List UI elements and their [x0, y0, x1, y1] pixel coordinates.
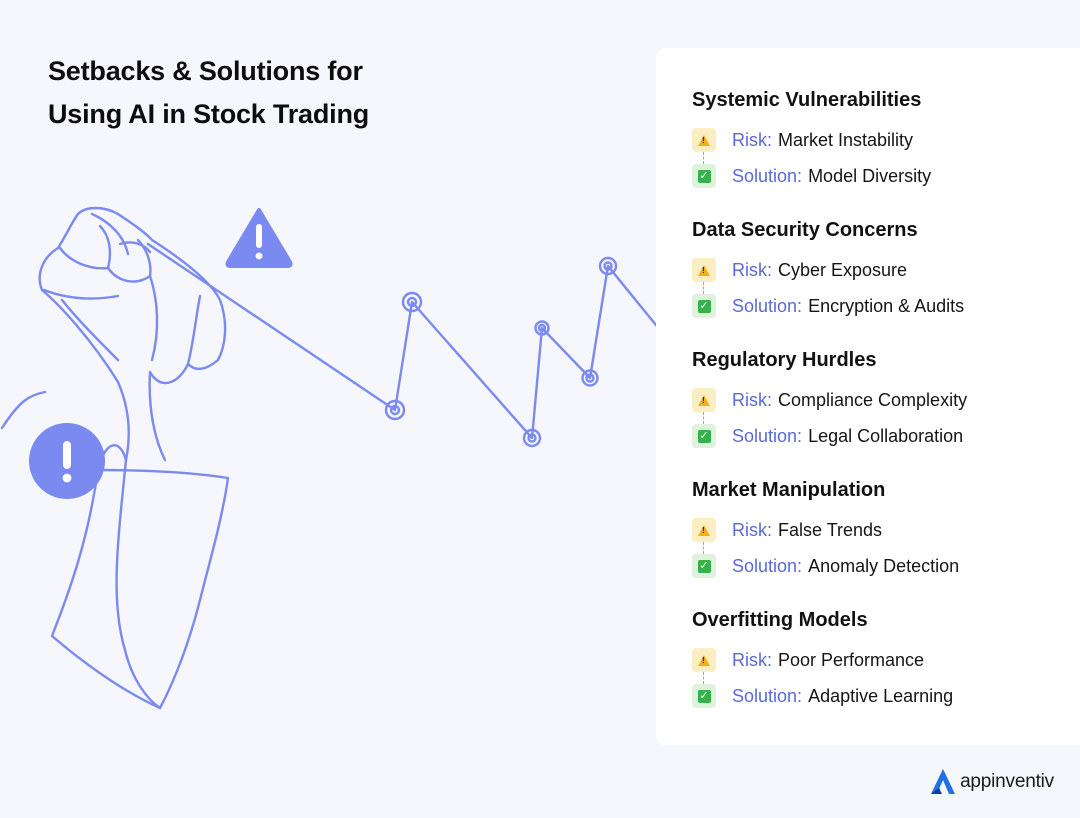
- chart-node-4: [534, 320, 550, 336]
- cuff-band: [96, 468, 230, 602]
- section-title: Market Manipulation: [692, 479, 886, 501]
- thumb: [90, 212, 152, 256]
- check-icon: ✓: [692, 164, 716, 188]
- section-title: Data Security Concerns: [692, 219, 918, 241]
- warning-icon: [692, 518, 716, 542]
- appinventiv-logo-icon: [931, 769, 956, 794]
- solution-label: Solution:: [732, 165, 803, 186]
- chart-node-2: [401, 291, 423, 313]
- finger-4: [186, 294, 202, 366]
- risk-label: Risk:: [732, 259, 772, 280]
- risk-value: Poor Performance: [778, 649, 925, 670]
- risk-row: Risk: Poor Performance: [692, 648, 1080, 684]
- section-data-security-concerns: Data Security Concerns Risk: Cyber Expos…: [692, 218, 1080, 348]
- solution-row: ✓ Solution: Anomaly Detection: [692, 554, 1080, 578]
- brand-name: appinventiv: [960, 771, 1054, 792]
- solution-value: Legal Collaboration: [808, 425, 964, 446]
- solution-value: Adaptive Learning: [808, 685, 954, 706]
- section-market-manipulation: Market Manipulation Risk: False Trends ✓…: [692, 478, 1080, 608]
- chart-node-4-inner: [537, 323, 547, 333]
- solution-row: ✓ Solution: Model Diversity: [692, 164, 1080, 188]
- risk-row: Risk: Market Instability: [692, 128, 1080, 164]
- chart-node-1-inner: [389, 404, 401, 416]
- section-title: Overfitting Models: [692, 609, 868, 631]
- chart-node-3-inner: [527, 433, 537, 443]
- section-regulatory-hurdles: Regulatory Hurdles Risk: Compliance Comp…: [692, 348, 1080, 478]
- warning-icon: [692, 258, 716, 282]
- solution-value: Model Diversity: [808, 165, 932, 186]
- dashed-connector: [703, 542, 704, 554]
- dashed-connector: [703, 412, 704, 424]
- chart-node-6: [598, 256, 618, 276]
- check-icon: ✓: [692, 554, 716, 578]
- page-title-line-1: Setbacks & Solutions for: [48, 56, 363, 86]
- section-overfitting-models: Overfitting Models Risk: Poor Performanc…: [692, 608, 1080, 738]
- solution-row: ✓ Solution: Encryption & Audits: [692, 294, 1080, 318]
- risk-row: Risk: Compliance Complexity: [692, 388, 1080, 424]
- risk-label: Risk:: [732, 389, 772, 410]
- section-systemic-vulnerabilities: Systemic Vulnerabilities Risk: Market In…: [692, 88, 1080, 218]
- risk-label: Risk:: [732, 519, 772, 540]
- page-title-line-2: Using AI in Stock Trading: [48, 99, 370, 129]
- risk-row: Risk: False Trends: [692, 518, 1080, 554]
- check-icon: ✓: [692, 684, 716, 708]
- solution-label: Solution:: [732, 295, 803, 316]
- risk-value: Compliance Complexity: [778, 389, 968, 410]
- chart-node-5-inner: [585, 373, 595, 383]
- risk-value: Market Instability: [778, 129, 914, 150]
- stock-trend-line: [146, 242, 660, 440]
- solution-label: Solution:: [732, 685, 803, 706]
- warning-icon: [692, 128, 716, 152]
- solution-row: ✓ Solution: Adaptive Learning: [692, 684, 1080, 708]
- dashed-connector: [703, 152, 704, 164]
- risk-value: Cyber Exposure: [778, 259, 908, 280]
- solution-row: ✓ Solution: Legal Collaboration: [692, 424, 1080, 448]
- chart-node-5: [581, 369, 599, 387]
- section-title: Systemic Vulnerabilities: [692, 89, 922, 111]
- warning-icon: [692, 388, 716, 412]
- solution-label: Solution:: [732, 425, 803, 446]
- finger-3: [148, 274, 159, 362]
- solution-value: Anomaly Detection: [808, 555, 960, 576]
- section-title: Regulatory Hurdles: [692, 349, 877, 371]
- risk-value: False Trends: [778, 519, 883, 540]
- brand-logo[interactable]: appinventiv: [930, 768, 1054, 796]
- chart-node-6-inner: [603, 261, 613, 271]
- chart-node-3: [522, 428, 542, 448]
- solution-label: Solution:: [732, 555, 803, 576]
- warning-triangle-icon: [225, 208, 293, 268]
- chart-node-1: [384, 399, 406, 421]
- fist-outline: [38, 206, 227, 462]
- page-title: Setbacks & Solutions for Using AI in Sto…: [48, 50, 369, 136]
- exclamation-circle-icon: [29, 423, 105, 499]
- dashed-connector: [703, 672, 704, 684]
- chart-node-2-inner: [406, 296, 418, 308]
- arm-line: [158, 598, 202, 710]
- risk-row: Risk: Cyber Exposure: [692, 258, 1080, 294]
- risk-solution-card: Systemic Vulnerabilities Risk: Market In…: [656, 48, 1080, 745]
- check-icon: ✓: [692, 294, 716, 318]
- warning-icon: [692, 648, 716, 672]
- risk-label: Risk:: [732, 649, 772, 670]
- risk-label: Risk:: [732, 129, 772, 150]
- dashed-connector: [703, 282, 704, 294]
- check-icon: ✓: [692, 424, 716, 448]
- fist-chart-illustration: [0, 206, 660, 710]
- solution-value: Encryption & Audits: [808, 295, 965, 316]
- knuckle-lines: [42, 288, 120, 362]
